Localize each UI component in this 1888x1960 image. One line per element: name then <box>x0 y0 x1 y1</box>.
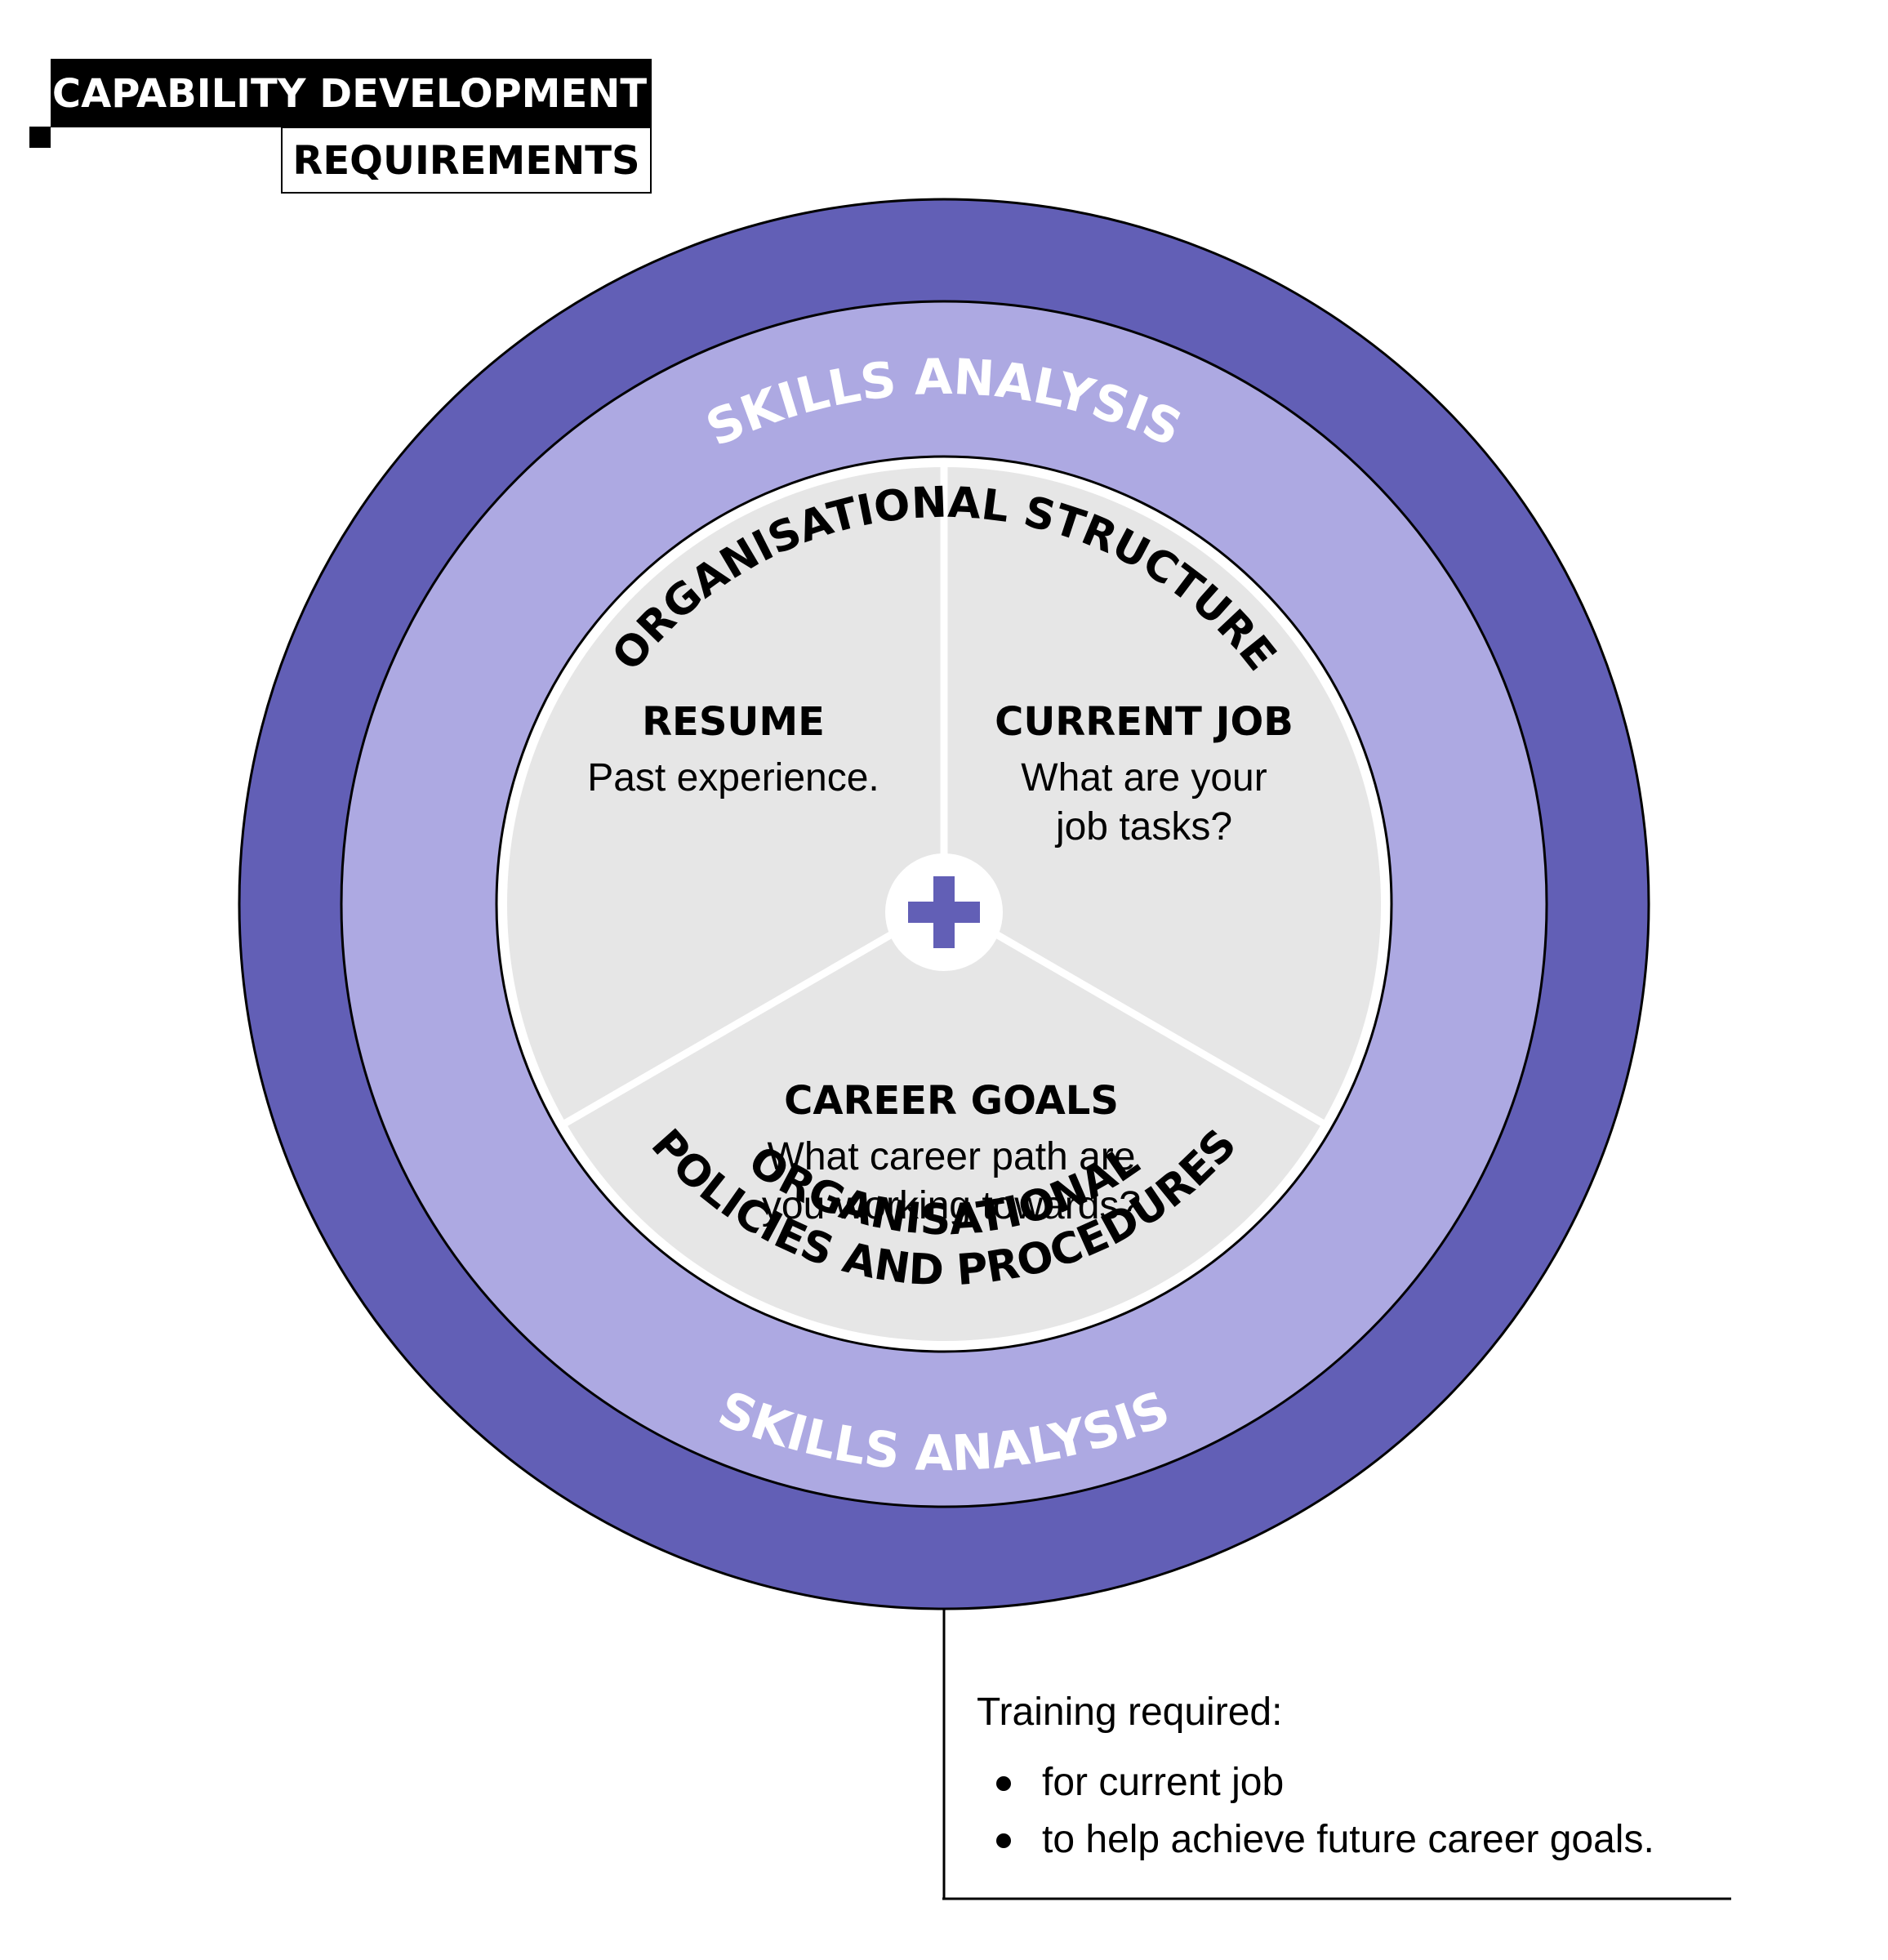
segment-resume: RESUME Past experience. <box>587 699 879 800</box>
callout-item-1: for current job <box>1042 1761 1284 1804</box>
resume-title: RESUME <box>642 699 825 745</box>
current-job-text-line1: What are your <box>1021 756 1267 800</box>
divider-right <box>942 901 1326 1127</box>
header-title: CAPABILITY DEVELOPMENT <box>52 71 648 117</box>
bullet-1 <box>996 1776 1011 1791</box>
career-goals-text-line1: What career path are <box>768 1135 1136 1178</box>
training-callout: Training required: for current job to he… <box>942 1609 1731 1900</box>
current-job-text-line2: job tasks? <box>1054 805 1232 849</box>
callout-heading: Training required: <box>977 1690 1282 1734</box>
header-title-bg <box>51 59 652 127</box>
segment-current-job: CURRENT JOB What are your job tasks? <box>995 699 1294 849</box>
segment-career-goals: CAREER GOALS What career path are you wo… <box>762 1078 1141 1227</box>
header-subtitle: REQUIREMENTS <box>292 138 639 184</box>
segment-dividers <box>562 466 1326 1127</box>
divider-left <box>562 901 946 1127</box>
header-subtitle-box <box>281 127 652 194</box>
bullet-2 <box>996 1833 1011 1848</box>
career-goals-title: CAREER GOALS <box>784 1078 1119 1124</box>
callout-item-2: to help achieve future career goals. <box>1042 1818 1654 1861</box>
plus-icon <box>885 853 1003 971</box>
current-job-title: CURRENT JOB <box>995 699 1294 745</box>
header-block: CAPABILITY DEVELOPMENT REQUIREMENTS <box>29 59 652 194</box>
career-goals-text-line2: you working towards? <box>762 1184 1141 1227</box>
resume-text: Past experience. <box>587 756 879 800</box>
header-corner-mark <box>29 127 51 148</box>
